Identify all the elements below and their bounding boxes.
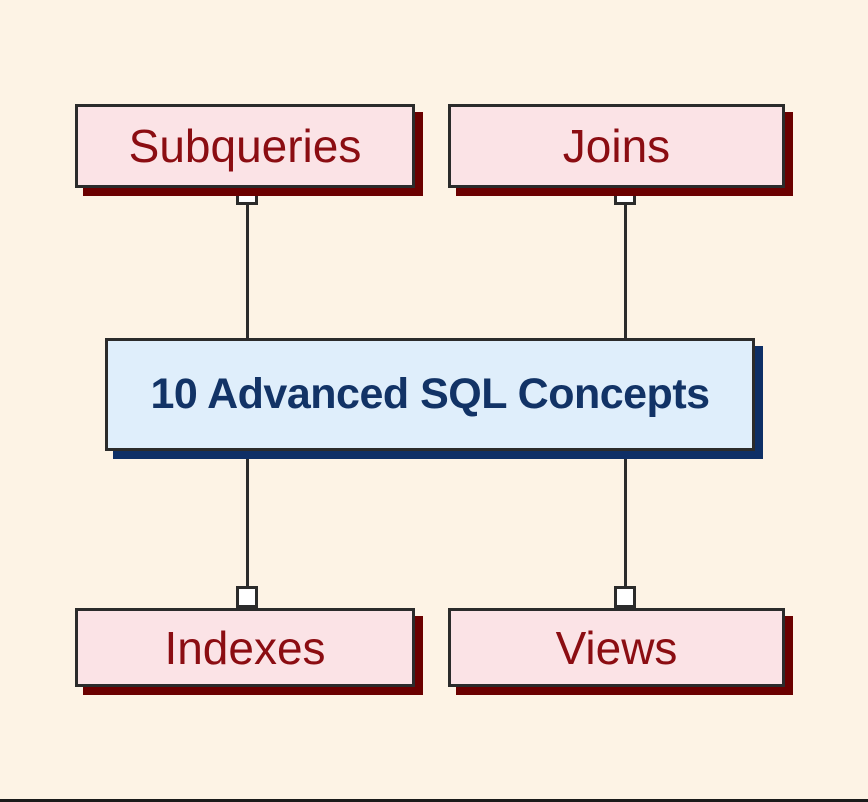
node-joins[interactable]: Joins [448, 104, 793, 196]
node-views-face [448, 608, 785, 687]
connector-node-views [614, 586, 636, 608]
node-indexes-label: Indexes [164, 621, 326, 674]
edge-line-central-to-indexes [246, 452, 249, 587]
edge-line-central-to-joins [624, 205, 627, 340]
node-indexes[interactable]: Indexes [75, 608, 423, 695]
node-indexes-face [75, 608, 415, 687]
connector-node-indexes [236, 586, 258, 608]
node-central-face [105, 338, 755, 451]
node-joins-face [448, 104, 785, 188]
node-central-topic[interactable]: 10 Advanced SQL Concepts [105, 338, 763, 459]
edge-line-central-to-views [624, 452, 627, 587]
node-subqueries[interactable]: Subqueries [75, 104, 423, 196]
node-central-label: 10 Advanced SQL Concepts [150, 370, 710, 418]
node-joins-label: Joins [562, 120, 671, 172]
node-subqueries-face [75, 104, 415, 188]
edge-line-central-to-subqueries [246, 205, 249, 340]
node-views-label: Views [555, 621, 678, 674]
node-views[interactable]: Views [448, 608, 793, 695]
node-subqueries-label: Subqueries [128, 120, 362, 172]
